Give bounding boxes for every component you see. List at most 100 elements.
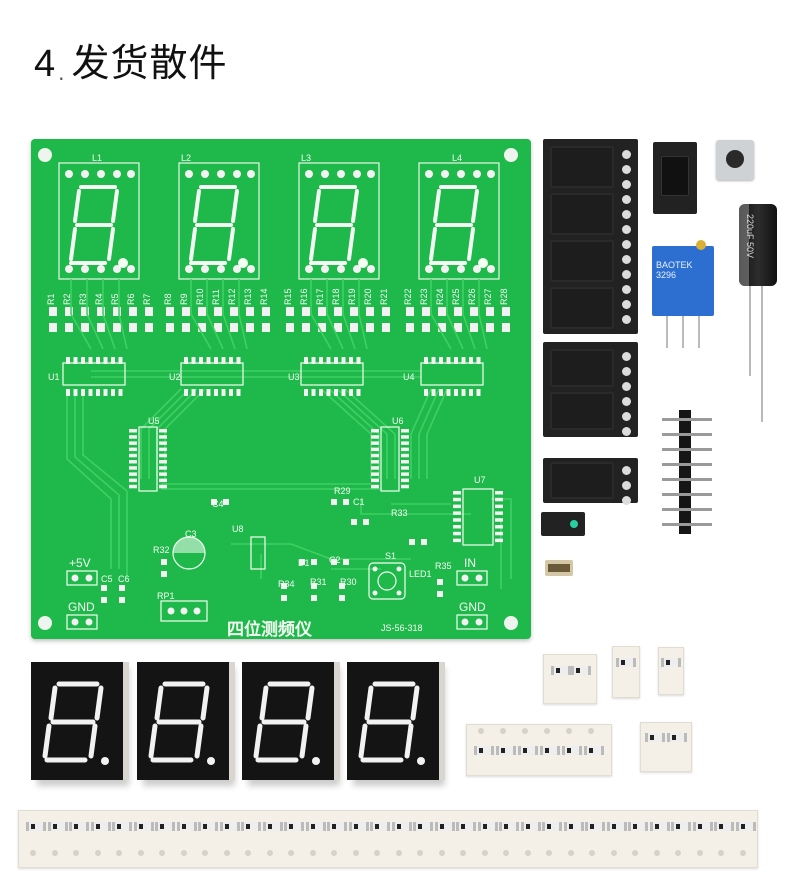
smd-resistor (327, 822, 347, 831)
ic-pin (371, 466, 379, 470)
seven-segment-display (31, 662, 123, 780)
label-u7: U7 (474, 475, 486, 485)
product-label: 四位测频仪 (227, 620, 312, 639)
ic-pin (401, 478, 409, 483)
sprocket-hole (395, 850, 402, 856)
resistor-pad (406, 323, 414, 332)
ic-pin (453, 525, 461, 529)
segment-outline (42, 681, 109, 765)
ic-pin (221, 389, 226, 396)
ic-pin (371, 435, 379, 439)
sprocket-hole (622, 270, 631, 279)
resistor-pad (286, 323, 294, 332)
resistor-pad (454, 323, 462, 332)
segment-outline (253, 681, 320, 765)
sprocket-hole (622, 180, 631, 189)
resistor-pad (382, 323, 390, 332)
sprocket-hole (610, 850, 617, 856)
label-l4: L4 (452, 153, 463, 163)
ic-pin (469, 357, 473, 364)
resistor-pad (454, 307, 462, 316)
segment-outline (358, 681, 425, 765)
resistor-label: R11 (211, 289, 221, 305)
smd-resistor (477, 822, 498, 831)
smd-resistor (606, 822, 627, 831)
ic-pin (341, 389, 346, 396)
smd-resistor (348, 822, 369, 831)
resistor-pad (350, 307, 358, 316)
ic-pin (206, 357, 211, 364)
resistor-pad (302, 323, 310, 332)
sprocket-hole (632, 850, 638, 856)
capacitor-lead (749, 286, 751, 376)
smd-component (551, 666, 571, 675)
smd-tape-piece (543, 654, 597, 704)
sprocket-hole (202, 850, 208, 856)
label-r32: R32 (153, 545, 170, 555)
sprocket-hole (438, 850, 445, 856)
ic-pin (371, 472, 379, 476)
resistor-pad (145, 323, 153, 332)
ic-pin (129, 441, 137, 445)
ic-pin (341, 357, 346, 364)
ic-pin (453, 504, 461, 509)
trimpot-lead (682, 316, 684, 348)
ic-pin (453, 497, 461, 502)
resistor-label: R24 (435, 288, 445, 305)
ic-pin (495, 497, 503, 502)
resistor-pad (382, 307, 390, 316)
resistor-pad (470, 323, 478, 332)
smd-resistor (434, 822, 455, 831)
resistor-label: R25 (451, 288, 461, 305)
ic-pin (129, 447, 137, 452)
sprocket-hole (503, 850, 509, 856)
smd-tape-piece (612, 646, 640, 698)
resistor-pad (81, 323, 89, 332)
ic-pin (401, 441, 409, 445)
resistor-pad (438, 323, 446, 332)
sprocket-hole (567, 850, 574, 856)
seven-segment-display (242, 662, 334, 780)
label-in: IN (464, 556, 476, 570)
smd-resistor (714, 822, 734, 831)
ic-pin (236, 389, 241, 396)
smd-resistor (69, 822, 89, 831)
ic-pin (424, 357, 428, 364)
sprocket-hole (622, 300, 631, 309)
ic-pin (401, 453, 409, 458)
sprocket-hole (622, 225, 631, 234)
trimpot-text: BAOTEK 3296 (656, 260, 693, 280)
ic-pin (371, 478, 379, 483)
ic-pin (439, 389, 443, 396)
ic-pin (453, 518, 461, 522)
ic-pin (129, 460, 137, 464)
smd-resistor (649, 822, 670, 831)
resistor-pad (49, 307, 57, 316)
resistor-pad (113, 307, 121, 316)
ic-pin (159, 447, 167, 452)
ic-pin (424, 389, 428, 396)
ic-pin (118, 357, 123, 364)
resistor-label: R4 (94, 293, 104, 305)
ic-pin (199, 389, 203, 396)
ic-pin (304, 389, 308, 396)
segment-outline (148, 681, 215, 765)
ic-pin (103, 389, 108, 396)
sprocket-hole (500, 728, 506, 734)
resistor-pad (65, 307, 73, 316)
sprocket-hole (622, 352, 631, 361)
smd-resistor-tape-long (18, 810, 758, 868)
ic-pin (214, 357, 218, 364)
ic-pin (371, 460, 379, 464)
resistor-label: R7 (142, 293, 152, 305)
label-s1: S1 (385, 551, 397, 561)
ic-pin (129, 472, 137, 476)
label-r33: R33 (391, 508, 408, 518)
label-r35: R35 (435, 561, 452, 571)
sprocket-hole (417, 850, 423, 856)
ic-pin (461, 389, 466, 396)
label-c4: C4 (212, 499, 224, 509)
label-u6: U6 (392, 416, 404, 426)
ic-pin (454, 357, 458, 364)
ic-pin (476, 389, 481, 396)
